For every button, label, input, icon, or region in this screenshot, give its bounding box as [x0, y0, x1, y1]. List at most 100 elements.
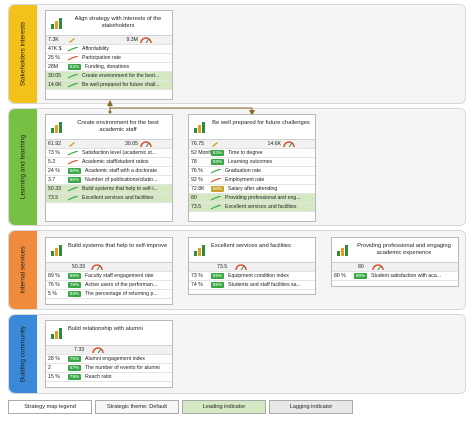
lane-label: Internal services — [19, 246, 27, 294]
target-value: 73.5 — [217, 264, 228, 270]
pencil-icon — [69, 38, 75, 43]
kpi-row[interactable]: 80 %80%Student satisfaction with aca... — [332, 272, 458, 281]
trend-icon — [68, 150, 78, 156]
target-value: 9.3M — [126, 37, 138, 43]
target-value: 50.33 — [72, 264, 85, 270]
lane-tab-community: Building community — [9, 315, 37, 393]
progress-badge: 75% — [68, 356, 81, 362]
legend-lagging-indicator: Lagging indicator — [269, 400, 353, 414]
target-value: 14.6K — [267, 141, 281, 147]
card-align-strategy[interactable]: Align strategy with interests of the sta… — [45, 10, 173, 100]
trend-icon — [68, 73, 78, 79]
progress-badge: 89% — [68, 273, 81, 279]
card-create-environment[interactable]: Create environment for the best academic… — [45, 114, 173, 222]
kpi-row[interactable]: 5 %83%The percentage of returning p... — [46, 290, 172, 299]
card-title: Build relationship with alumni — [68, 326, 143, 332]
card-build-relationship-alumni[interactable]: Build relationship with alumni 7.33 28 %… — [45, 320, 173, 388]
pencil-icon — [212, 142, 218, 147]
trend-icon — [68, 82, 78, 88]
target-value: 7.3K — [48, 37, 59, 43]
progress-badge: 80% — [68, 168, 81, 174]
kpi-row[interactable]: 76 %Graduation rate — [189, 167, 315, 176]
target-value: 80 — [358, 264, 364, 270]
legend-leading-indicator: Leading indicator — [182, 400, 266, 414]
trend-icon — [68, 186, 78, 192]
kpi-row[interactable]: 74 %85%Students and staff facilities sa.… — [189, 281, 315, 290]
card-title: Be well prepared for future challenges — [212, 120, 310, 126]
progress-badge: 60% — [211, 186, 224, 192]
gauge-icon — [283, 141, 295, 147]
progress-badge: 83% — [68, 291, 81, 297]
card-be-well-prepared[interactable]: Be well prepared for future challenges 7… — [188, 114, 316, 222]
gauge-icon — [92, 347, 104, 353]
kpi-row[interactable]: 76 %76%Active users of the performan... — [46, 281, 172, 290]
card-title: Align strategy with interests of the sta… — [74, 16, 162, 29]
progress-badge: 85% — [211, 273, 224, 279]
kpi-row[interactable]: 73 %Satisfaction level (academic st... — [46, 149, 172, 158]
lane-label: Building community — [19, 325, 27, 383]
gauge-icon — [140, 141, 152, 147]
trend-icon — [211, 177, 221, 183]
bar-chart-icon — [194, 122, 205, 133]
card-title: Create environment for the best academic… — [77, 120, 159, 133]
lane-label: Learning and teaching — [19, 134, 27, 200]
card-build-systems[interactable]: Build systems that help to self-improve … — [45, 237, 173, 305]
kpi-row[interactable]: 73 %85%Equipment condition index — [189, 272, 315, 281]
gauge-icon — [140, 37, 152, 43]
kpi-row[interactable]: 92 %Employment rate — [189, 176, 315, 185]
target-value: 61.92 — [48, 141, 61, 147]
bar-chart-icon — [51, 245, 62, 256]
target-value: 30.05 — [125, 141, 138, 147]
progress-badge: 83% — [211, 150, 224, 156]
kpi-row[interactable]: 28 %75%Alumni engagement index — [46, 355, 172, 364]
bar-chart-icon — [337, 245, 348, 256]
trend-icon — [68, 55, 78, 61]
kpi-row[interactable]: 24 %80%Academic staff with a doctorate — [46, 167, 172, 176]
bar-chart-icon — [51, 122, 62, 133]
card-title: Excellent services and facilities — [211, 243, 291, 249]
trend-icon — [211, 168, 221, 174]
progress-badge: 80% — [354, 273, 367, 279]
kpi-row[interactable]: 47K $Affordability — [46, 45, 172, 54]
kpi-row[interactable]: 25 %Participation rate — [46, 54, 172, 63]
kpi-row[interactable]: 15 %79%Reach ratio — [46, 373, 172, 382]
gauge-icon — [91, 264, 103, 270]
progress-badge: 93% — [211, 159, 224, 165]
trend-icon — [68, 46, 78, 52]
kpi-row[interactable]: 89 %89%Faculty staff engagement rate — [46, 272, 172, 281]
gauge-icon — [235, 264, 247, 270]
target-value: 7.33 — [74, 347, 85, 353]
progress-badge: 80% — [68, 177, 81, 183]
progress-badge: 79% — [68, 374, 81, 380]
card-excellent-services[interactable]: Excellent services and facilities 73.5 7… — [188, 237, 316, 295]
card-title: Providing professional and engaging acad… — [357, 243, 451, 256]
lane-label: Stakeholders interests — [19, 21, 27, 87]
lane-tab-internal: Internal services — [9, 231, 37, 309]
bar-chart-icon — [194, 245, 205, 256]
progress-badge: 83% — [68, 64, 81, 70]
trend-icon — [211, 204, 221, 210]
trend-icon — [68, 159, 78, 165]
progress-badge: 67% — [68, 365, 81, 371]
trend-icon — [68, 195, 78, 201]
lane-tab-learning: Learning and teaching — [9, 109, 37, 225]
card-providing-professional[interactable]: Providing professional and engaging acad… — [331, 237, 459, 287]
progress-badge: 76% — [68, 282, 81, 288]
card-title: Build systems that help to self-improve — [68, 243, 168, 249]
gauge-icon — [372, 264, 384, 270]
pencil-icon — [69, 142, 75, 147]
lane-tab-stakeholders: Stakeholders interests — [9, 5, 37, 103]
